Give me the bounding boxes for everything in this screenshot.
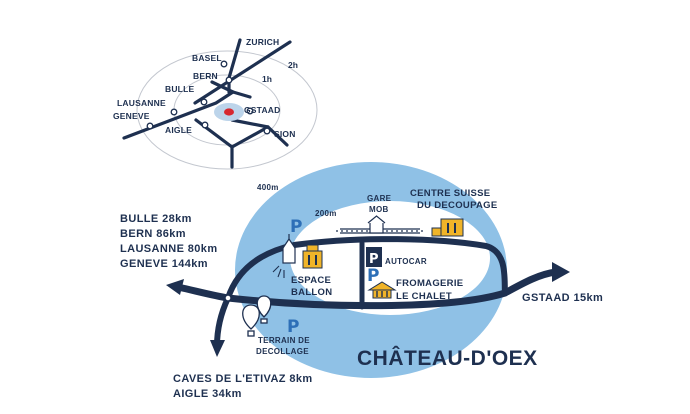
distance-geneve: GENEVE 144km — [120, 258, 208, 270]
parking-icon-autocar-sign: P — [369, 252, 379, 267]
terrain-label-line2: DECOLLAGE — [256, 347, 309, 356]
centre-label-line2: DU DECOUPAGE — [417, 200, 498, 211]
distance-bern: BERN 86km — [120, 228, 186, 240]
distance-gstaad: GSTAAD 15km — [522, 292, 603, 304]
espace-label-line2: BALLON — [291, 287, 332, 298]
sun-rays-icon — [272, 265, 285, 278]
ring-label-1h: 1h — [262, 74, 272, 84]
city-dot-bulle — [200, 98, 208, 106]
arrow-east — [552, 262, 570, 282]
gare-label-line1: GARE — [367, 194, 392, 203]
inset-roads — [122, 38, 292, 169]
chalet-icon — [367, 281, 397, 299]
ring-road — [225, 236, 508, 301]
city-dot-gstaad — [246, 107, 254, 115]
city-dot-bern — [225, 76, 233, 84]
city-label-bern: BERN — [193, 71, 218, 81]
inset-city-dots — [146, 60, 271, 135]
autocar-label: AUTOCAR — [385, 257, 427, 266]
parking-icon-autocar: P — [367, 266, 379, 286]
balloon-building-icon — [302, 244, 323, 269]
station-building-icon — [367, 215, 386, 234]
distance-lausanne: LAUSANNE 80km — [120, 243, 218, 255]
inset-map: ZURICH BASEL BERN BULLE LAUSANNE GENEVE … — [113, 37, 318, 170]
gare-label-line2: MOB — [369, 205, 389, 214]
main-map: 400m 200m GARE MOB CENTRE SUISSE DU DECO… — [120, 162, 603, 400]
distance-aigle: AIGLE 34km — [173, 388, 242, 400]
main-road — [174, 268, 560, 310]
centre-label-line1: CENTRE SUISSE — [410, 188, 490, 199]
fromagerie-label-line1: FROMAGERIE — [396, 278, 463, 289]
church-icon — [282, 234, 296, 264]
city-label-geneve: GENEVE — [113, 111, 150, 121]
inset-ring-2h — [136, 50, 318, 170]
city-dot-lausanne — [170, 108, 178, 116]
zone-400m — [235, 162, 507, 378]
radius-label-400m: 400m — [257, 183, 279, 192]
city-dot-geneve — [146, 122, 154, 130]
arrow-south — [210, 340, 225, 357]
city-label-zurich: ZURICH — [246, 37, 279, 47]
city-dot-basel — [220, 60, 228, 68]
terrain-label-line1: TERRAIN DE — [258, 336, 310, 345]
city-label-sion: SION — [274, 129, 296, 139]
parking-icon-terrain: P — [287, 317, 299, 337]
espace-label-line1: ESPACE — [291, 275, 331, 286]
south-road — [214, 295, 231, 349]
city-label-lausanne: LAUSANNE — [117, 98, 166, 108]
location-dot-icon — [214, 103, 244, 121]
city-dot-aigle — [201, 121, 209, 129]
city-label-bulle: BULLE — [165, 84, 194, 94]
fromagerie-label-line2: LE CHALET — [396, 291, 452, 302]
building-icon — [431, 218, 464, 237]
town-title: CHÂTEAU-D'OEX — [357, 346, 538, 370]
hot-air-balloon-icon — [242, 295, 272, 337]
city-label-gstaad: GSTAAD — [244, 105, 280, 115]
parking-icon-north: P — [290, 217, 302, 237]
parking-sign-bg — [366, 247, 382, 267]
arrow-west — [166, 279, 184, 295]
city-label-aigle: AIGLE — [165, 125, 192, 135]
city-dot-sion — [263, 127, 271, 135]
junction-node — [224, 294, 232, 302]
city-label-basel: BASEL — [192, 53, 222, 63]
distance-bulle: BULLE 28km — [120, 213, 192, 225]
ring-label-2h: 2h — [288, 60, 298, 70]
radius-label-200m: 200m — [315, 209, 337, 218]
distance-caves-etivaz: CAVES DE L'ETIVAZ 8km — [173, 373, 313, 385]
